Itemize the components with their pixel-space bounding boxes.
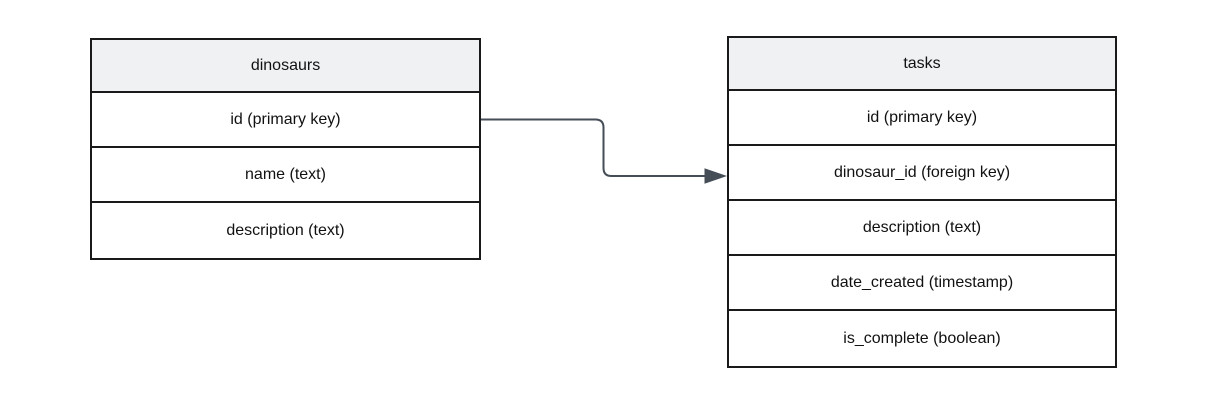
table-row-tasks-dinosaur-id[interactable]: dinosaur_id (foreign key) <box>729 146 1115 201</box>
table-row-tasks-date-created[interactable]: date_created (timestamp) <box>729 256 1115 311</box>
table-row-dinosaurs-description[interactable]: description (text) <box>92 203 479 258</box>
foreign-key-edge[interactable] <box>481 118 705 177</box>
table-row-dinosaurs-id[interactable]: id (primary key) <box>92 93 479 148</box>
arrowhead-icon <box>704 168 728 184</box>
table-row-tasks-description[interactable]: description (text) <box>729 201 1115 256</box>
table-header-dinosaurs: dinosaurs <box>92 40 479 93</box>
entity-table-tasks[interactable]: tasks id (primary key) dinosaur_id (fore… <box>727 36 1117 368</box>
table-row-tasks-id[interactable]: id (primary key) <box>729 91 1115 146</box>
table-row-dinosaurs-name[interactable]: name (text) <box>92 148 479 203</box>
table-row-tasks-is-complete[interactable]: is_complete (boolean) <box>729 311 1115 366</box>
table-header-tasks: tasks <box>729 38 1115 91</box>
entity-table-dinosaurs[interactable]: dinosaurs id (primary key) name (text) d… <box>90 38 481 260</box>
